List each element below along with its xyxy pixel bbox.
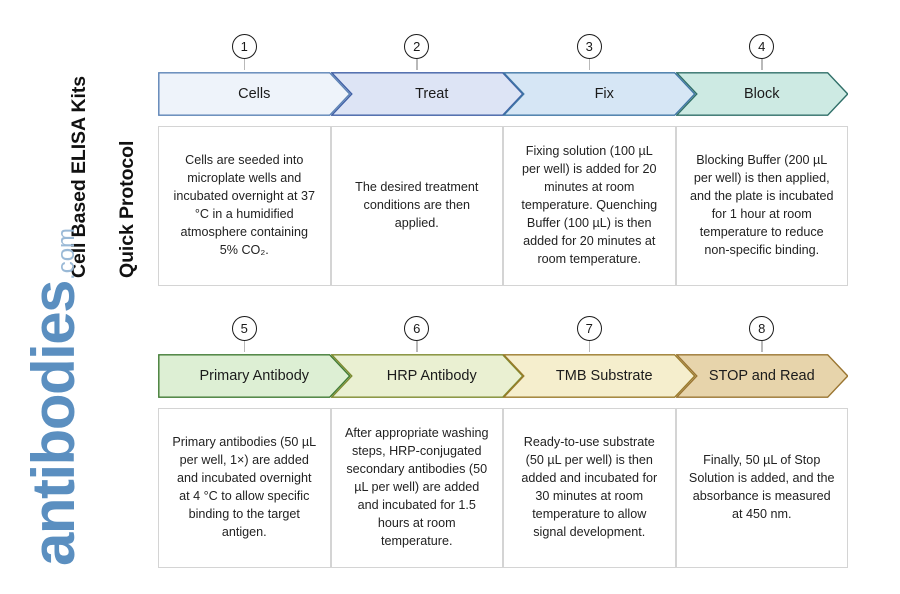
step-body-text: The desired treatment conditions are the… — [355, 180, 479, 230]
step-number-1: 1 — [229, 34, 259, 70]
chevron-shape — [158, 354, 351, 398]
step-number-circle: 3 — [576, 34, 602, 59]
step-number-circle: 7 — [576, 316, 602, 341]
chevron-shape — [330, 72, 523, 116]
step-number-strip-1: 1 2 3 4 — [158, 34, 848, 72]
chevron-band-1: Cells Treat Fix Block — [158, 72, 848, 116]
chevron-shape — [675, 354, 848, 398]
step-body-4: Blocking Buffer (200 µL per well) is the… — [675, 126, 848, 286]
step-body-8: Finally, 50 µL of Stop Solution is added… — [675, 408, 848, 568]
page-title-line-2: Quick Protocol — [115, 140, 138, 278]
body-band-2: Primary antibodies (50 µL per well, 1×) … — [158, 408, 848, 568]
chevron-band-2: Primary Antibody HRP Antibody TMB Substrat… — [158, 354, 848, 398]
step-number-8: 8 — [747, 316, 777, 352]
step-chevron-1[interactable]: Cells — [158, 72, 351, 116]
step-number-2: 2 — [402, 34, 432, 70]
chevron-shape — [675, 72, 848, 116]
step-number-6: 6 — [402, 316, 432, 352]
watermark-tld: .com — [53, 227, 80, 280]
step-body-6: After appropriate washing steps, HRP-con… — [330, 408, 503, 568]
step-number-connector — [243, 59, 245, 70]
step-number-strip-2: 5 6 7 8 — [158, 316, 848, 354]
watermark-brand: antibodies — [20, 280, 87, 566]
step-number-connector — [588, 59, 590, 70]
step-body-1: Cells are seeded into microplate wells a… — [158, 126, 331, 286]
step-body-text: Ready-to-use substrate (50 µL per well) … — [521, 435, 658, 539]
protocol-row-2: 5 6 7 8 Primary Antibody HRP Antibody TMB Sub… — [158, 316, 848, 568]
body-band-1: Cells are seeded into microplate wells a… — [158, 126, 848, 286]
chevron-shape — [503, 72, 696, 116]
step-chevron-3[interactable]: Fix — [503, 72, 696, 116]
step-number-circle: 1 — [231, 34, 257, 59]
step-body-text: Fixing solution (100 µL per well) is add… — [521, 144, 658, 266]
step-body-2: The desired treatment conditions are the… — [330, 126, 503, 286]
step-label: Primary Antibody — [199, 368, 310, 384]
step-body-3: Fixing solution (100 µL per well) is add… — [503, 126, 676, 286]
band-gap — [158, 116, 848, 126]
step-body-5: Primary antibodies (50 µL per well, 1×) … — [158, 408, 331, 568]
step-label: STOP and Read — [708, 368, 815, 384]
step-number-circle: 8 — [749, 316, 775, 341]
step-number-connector — [761, 59, 763, 70]
step-label: HRP Antibody — [386, 368, 477, 384]
step-label: Treat — [415, 86, 449, 102]
step-chevron-5[interactable]: Primary Antibody — [158, 354, 351, 398]
step-label: TMB Substrate — [555, 368, 653, 384]
step-body-text: Cells are seeded into microplate wells a… — [173, 153, 315, 257]
step-number-4: 4 — [747, 34, 777, 70]
step-number-circle: 4 — [749, 34, 775, 59]
step-number-connector — [416, 59, 418, 70]
step-chevron-7[interactable]: TMB Substrate — [503, 354, 696, 398]
step-chevron-4[interactable]: Block — [675, 72, 848, 116]
step-number-connector — [588, 341, 590, 352]
step-number-circle: 6 — [404, 316, 430, 341]
protocol-row-1: 1 2 3 4 Cells Treat Fix Block Cells are seeded… — [158, 34, 848, 286]
step-chevron-2[interactable]: Treat — [330, 72, 523, 116]
step-chevron-8[interactable]: STOP and Read — [675, 354, 848, 398]
step-number-3: 3 — [574, 34, 604, 70]
step-body-text: Blocking Buffer (200 µL per well) is the… — [689, 153, 834, 257]
step-body-text: Primary antibodies (50 µL per well, 1×) … — [172, 435, 317, 539]
step-body-text: Finally, 50 µL of Stop Solution is added… — [688, 453, 835, 521]
chevron-shape — [158, 72, 351, 116]
step-number-connector — [416, 341, 418, 352]
step-chevron-6[interactable]: HRP Antibody — [330, 354, 523, 398]
band-gap — [158, 398, 848, 408]
watermark-logo: antibodies.com — [20, 228, 144, 566]
step-body-text: After appropriate washing steps, HRP-con… — [344, 426, 489, 548]
step-label: Cells — [238, 86, 271, 102]
step-body-7: Ready-to-use substrate (50 µL per well) … — [503, 408, 676, 568]
step-number-circle: 2 — [404, 34, 430, 59]
chevron-shape — [503, 354, 696, 398]
step-label: Block — [744, 86, 780, 102]
step-label: Fix — [594, 86, 614, 102]
step-number-connector — [761, 341, 763, 352]
step-number-circle: 5 — [231, 316, 257, 341]
step-number-5: 5 — [229, 316, 259, 352]
chevron-shape — [330, 354, 523, 398]
step-number-connector — [243, 341, 245, 352]
step-number-7: 7 — [574, 316, 604, 352]
